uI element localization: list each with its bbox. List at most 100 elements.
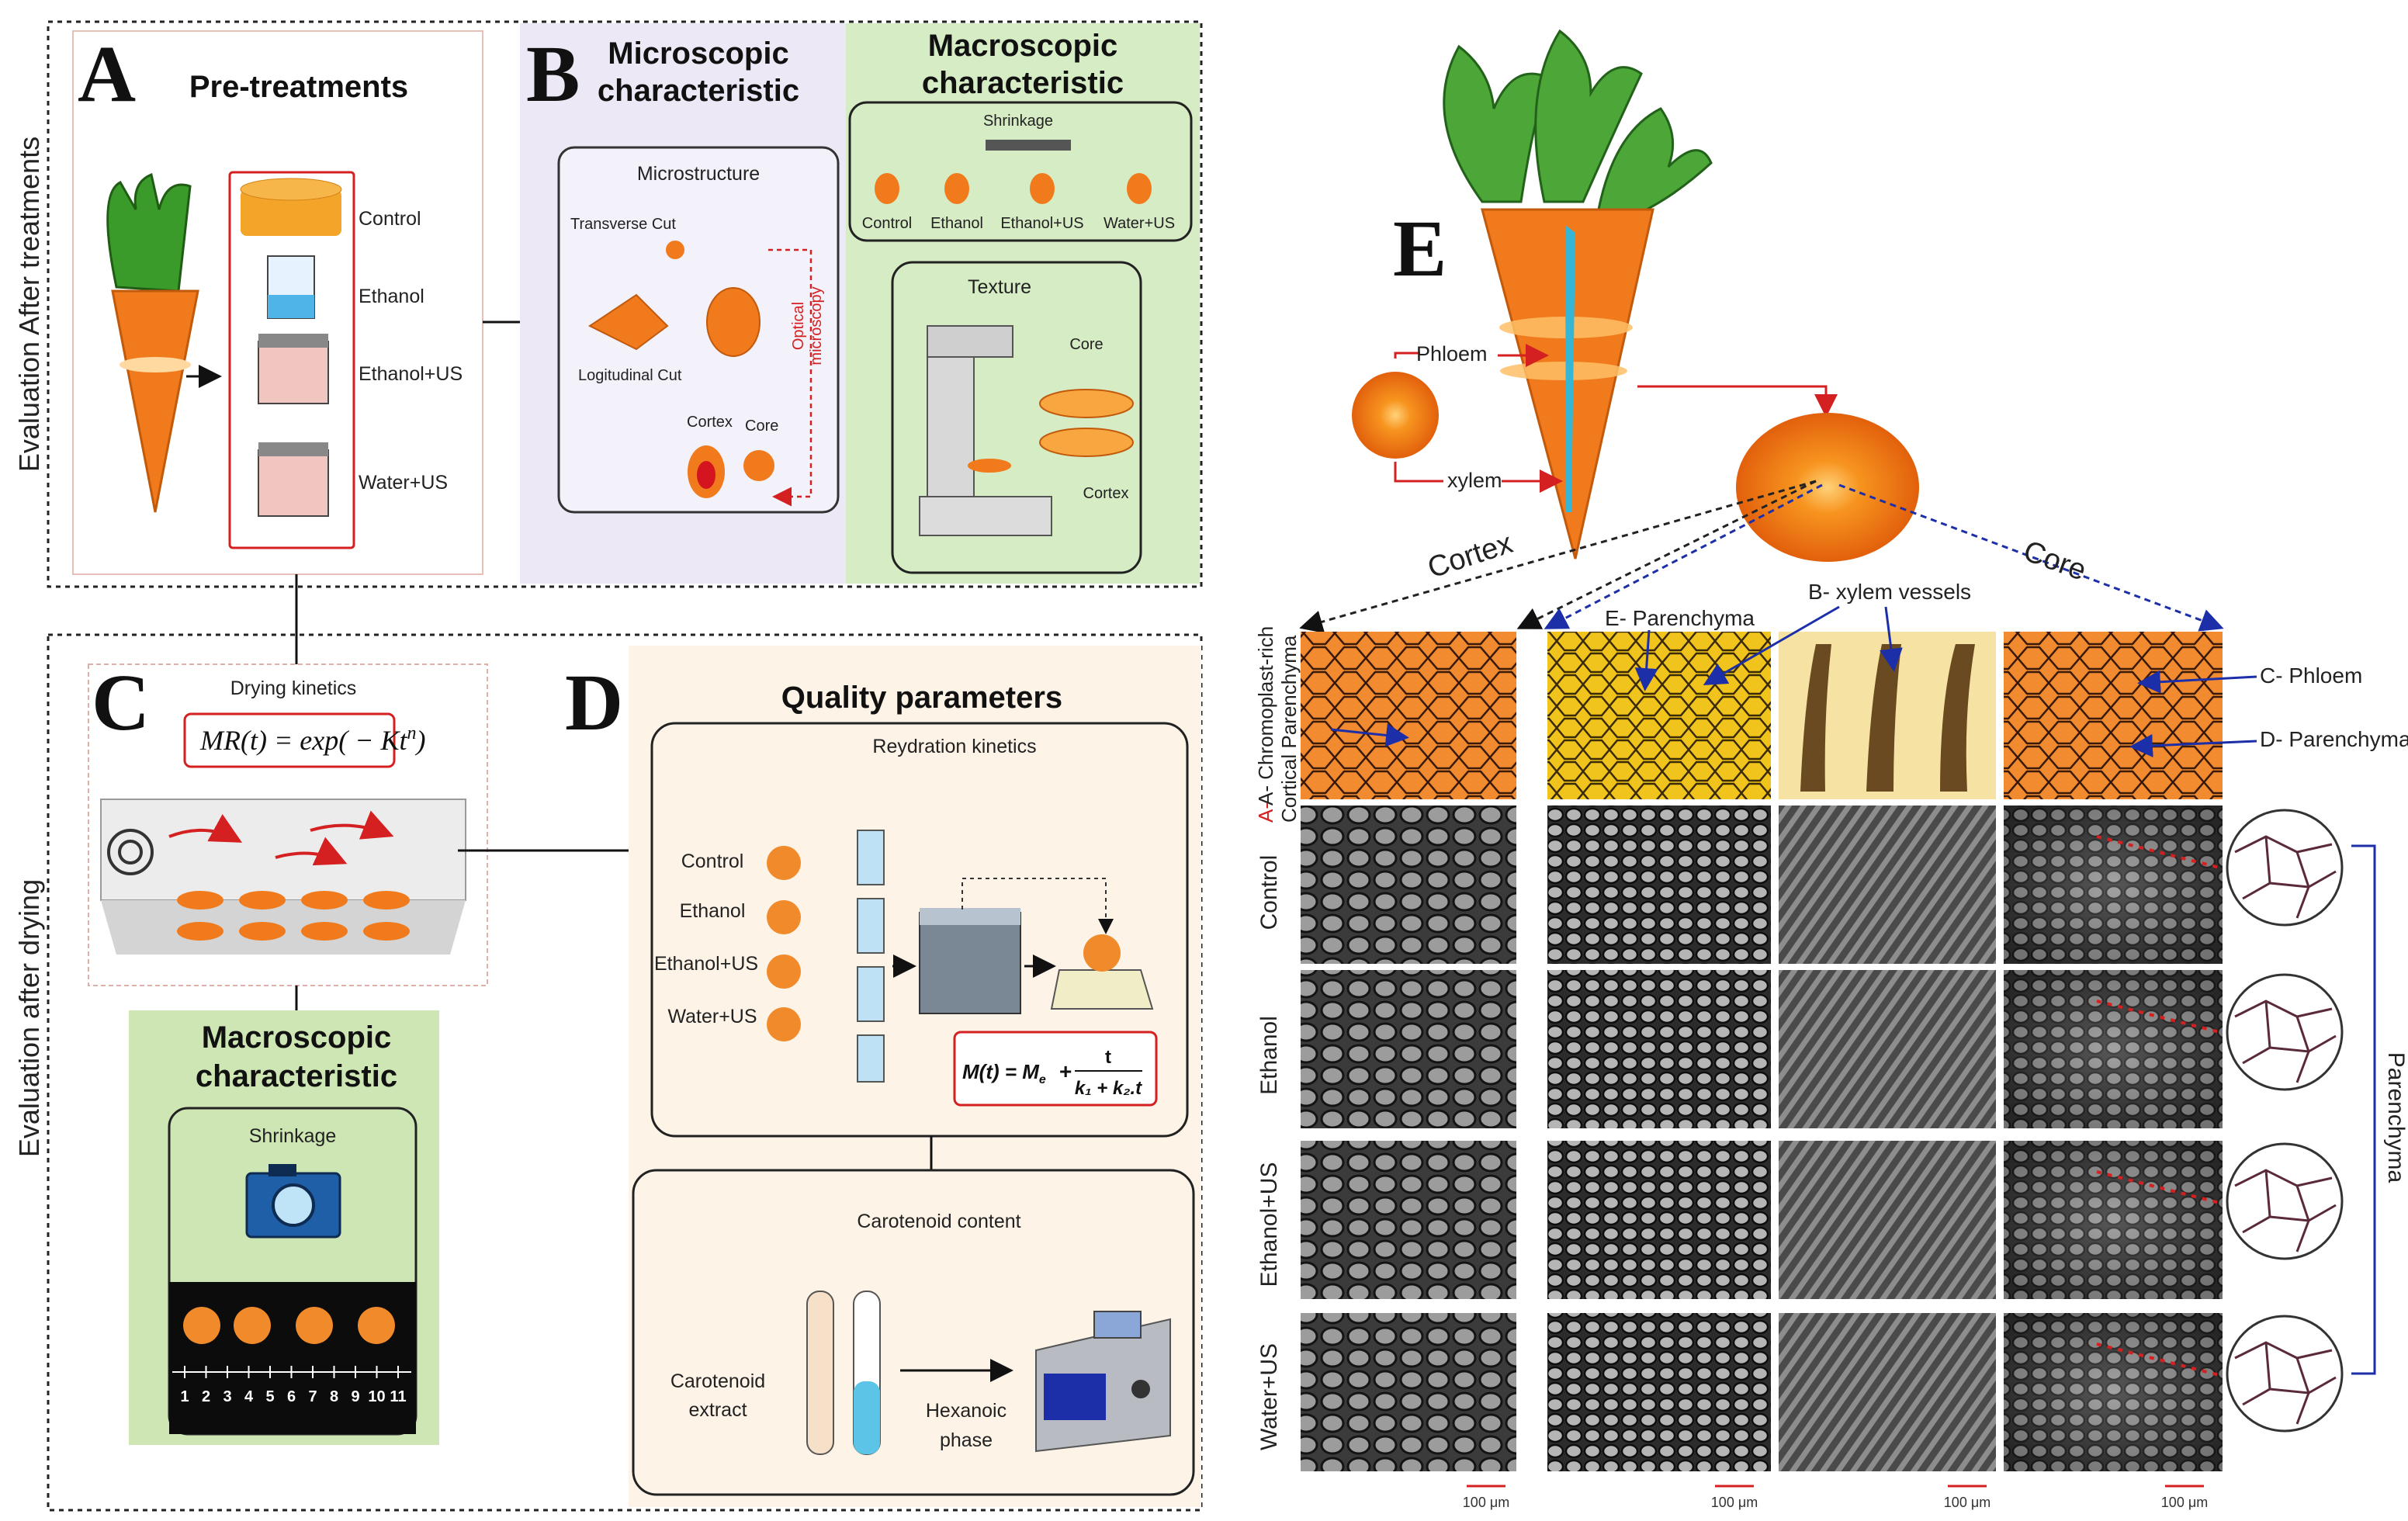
ruler-tick-label: 2 xyxy=(202,1388,210,1405)
shrinkage-top-label: Shrinkage xyxy=(983,113,1053,130)
caliper-icon xyxy=(986,140,1071,151)
panel-B: B Microscopic characteristic Microstruct… xyxy=(520,23,846,584)
longitudinal-cut-label: Logitudinal Cut xyxy=(578,367,682,384)
texture-cortex-label: Cortex xyxy=(1083,485,1129,502)
ruler-tick-label: 4 xyxy=(244,1388,254,1405)
macro-top-title-line2: characteristic xyxy=(922,66,1124,100)
texture-analyzer-icon xyxy=(919,325,1052,536)
ruler-tick-label: 6 xyxy=(287,1388,296,1405)
micro-title-line1: Microscopic xyxy=(608,36,788,71)
microstructure-label: Microstructure xyxy=(637,163,760,185)
zoom-cell-walls-1 xyxy=(2234,1000,2337,1083)
camera-icon xyxy=(245,1164,341,1239)
hexanoic-label-line2: phase xyxy=(940,1429,993,1451)
panel-letter-E: E xyxy=(1393,204,1447,293)
dried-samples xyxy=(183,1307,395,1344)
ruler-tick-label: 8 xyxy=(330,1388,338,1405)
transverse-cut-label: Transverse Cut xyxy=(570,216,676,233)
phloem-C-label: C- Phloem xyxy=(2260,663,2362,688)
rehyd-sample-3: Water+US xyxy=(667,1006,757,1027)
micrograph-r3-c0 xyxy=(1301,1313,1516,1471)
parenchyma-D-label: D- Parenchyma xyxy=(2260,727,2408,751)
core-label-B: Core xyxy=(745,417,778,435)
sonicator-icon xyxy=(258,334,329,404)
pretreat-label-3: Water+US xyxy=(359,472,448,494)
panel-D: D Quality parameters Reydration kinetics… xyxy=(565,646,1201,1507)
test-tubes xyxy=(857,830,885,1083)
macro-top-title-line1: Macroscopic xyxy=(928,29,1118,63)
ruler-tick-label: 10 xyxy=(368,1388,385,1405)
panel-macro-top: Macroscopic characteristic Shrinkage Con… xyxy=(846,23,1200,584)
rehydration-formula-lhs: M(t) = Me xyxy=(962,1060,1046,1086)
pretreat-label-2: Ethanol+US xyxy=(359,363,463,385)
texture-label: Texture xyxy=(968,276,1031,298)
scale-label-3: 100 μm xyxy=(2161,1495,2208,1510)
zoom-circle-2 xyxy=(2226,1142,2344,1260)
shrinkage-box-top xyxy=(848,101,1193,242)
panel-letter-C: C xyxy=(92,658,150,747)
sonicator-icon xyxy=(258,442,329,517)
cortex-label-E: Cortex xyxy=(1424,527,1516,585)
row-label-3: Water+US xyxy=(1256,1343,1282,1450)
anatomy-parenchyma xyxy=(1547,632,1771,799)
ruler-tick-label: 5 xyxy=(265,1388,274,1405)
rehydration-plus: + xyxy=(1059,1059,1072,1083)
small-slice xyxy=(1352,372,1439,459)
zoom-circle-0 xyxy=(2226,809,2344,927)
after-treatments-frame xyxy=(47,20,1203,588)
macro-sample-2: Ethanol+US xyxy=(1000,215,1083,232)
scale-label-1: 100 μm xyxy=(1711,1495,1758,1510)
anatomy-core xyxy=(2004,632,2223,799)
hexanoic-label-line1: Hexanoic xyxy=(926,1400,1007,1422)
xylem-label: xylem xyxy=(1447,469,1502,492)
macro-sample-1: Ethanol xyxy=(930,215,983,232)
parenchyma-E-label: E- Parenchyma xyxy=(1605,606,1755,630)
ruler-photo xyxy=(169,1282,416,1434)
ruler-tick-label: 9 xyxy=(351,1388,359,1405)
micrograph-r0-c1 xyxy=(1547,806,1771,964)
side-label-after-treatments: Evaluation After treatments xyxy=(13,137,45,472)
rehyd-sample-2: Ethanol+US xyxy=(654,953,758,975)
panel-letter-A: A xyxy=(78,29,136,119)
ruler-tick-label: 11 xyxy=(390,1388,406,1405)
micrograph-r1-c1 xyxy=(1547,970,1771,1128)
parenchyma-zoom-circles xyxy=(2226,809,2344,1433)
row-label-2: Ethanol+US xyxy=(1256,1162,1282,1287)
micrograph-r0-c0 xyxy=(1301,806,1516,964)
pretreat-label-1: Ethanol xyxy=(359,286,424,307)
row-label-1: Ethanol xyxy=(1256,1016,1282,1095)
extract-label-line1: Carotenoid xyxy=(670,1370,765,1392)
big-slice xyxy=(1736,413,1919,562)
micro-title-line2: characteristic xyxy=(598,74,799,108)
drying-tunnel-illustration xyxy=(100,799,466,955)
micrograph-core-texture xyxy=(2004,1313,2223,1471)
spectrophotometer-icon xyxy=(1035,1311,1171,1453)
pre-treatments-title: Pre-treatments xyxy=(189,70,408,104)
rehyd-sample-shapes xyxy=(767,846,801,1041)
side-label-after-drying: Evaluation after drying xyxy=(13,879,45,1157)
carrot-cut-icon xyxy=(588,293,669,351)
scale-label-0: 100 μm xyxy=(1463,1495,1509,1510)
panel-C: C Drying kinetics MR(t) = exp( − Ktn) xyxy=(88,658,488,986)
drying-formula-box xyxy=(183,712,396,768)
anatomy-cortex xyxy=(1301,632,1516,799)
treatments-box xyxy=(228,171,355,549)
panel-letter-B: B xyxy=(526,29,580,119)
microstructure-box xyxy=(557,146,840,514)
macro-bottom-title-line1: Macroscopic xyxy=(202,1020,392,1055)
parenchyma-side-label: Parenchyma xyxy=(2383,1052,2408,1183)
texture-core-label: Core xyxy=(1069,336,1103,353)
micrograph-r1-c0 xyxy=(1301,970,1516,1128)
rehydration-num: t xyxy=(1105,1047,1111,1068)
micrograph-grid xyxy=(1301,806,2223,1471)
micrograph-r1-c2 xyxy=(1779,970,1996,1128)
xylem-vessels-label: B- xylem vessels xyxy=(1808,580,1971,604)
ruler-tick-label: 7 xyxy=(308,1388,317,1405)
micrograph-core-texture xyxy=(2004,806,2223,964)
micrograph-r2-c2 xyxy=(1779,1141,1996,1299)
extract-label-line2: extract xyxy=(688,1399,747,1421)
water-bath-icon xyxy=(919,908,1021,1014)
